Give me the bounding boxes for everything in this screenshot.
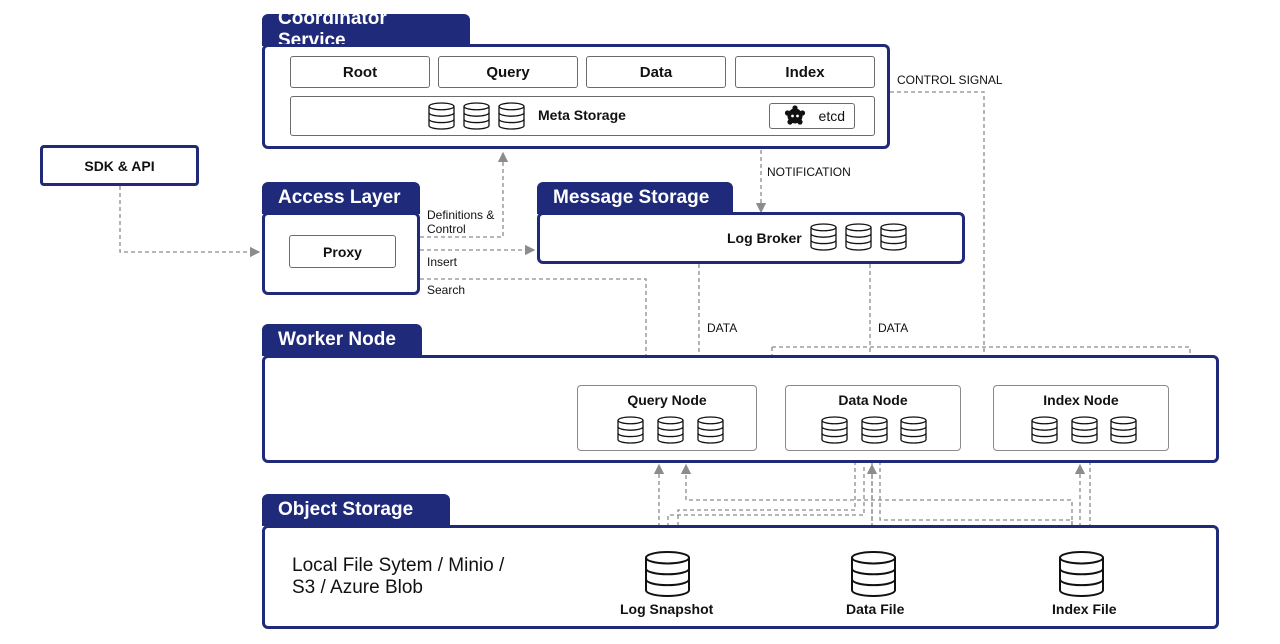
database-icon: [861, 416, 888, 444]
database-icon: [1031, 416, 1058, 444]
index-file-label: Index File: [1052, 601, 1117, 617]
definitions-label-line1: Definitions &: [427, 208, 495, 222]
log-broker-label: Log Broker: [727, 230, 802, 246]
database-icon: [498, 102, 525, 130]
data-node-label: Data Node: [838, 392, 908, 408]
database-icon: [657, 416, 684, 444]
sdk-to-proxy-arrow: [119, 186, 261, 258]
sdk-api-box: SDK & API: [40, 145, 199, 186]
control-signal-label: CONTROL SIGNAL: [897, 73, 1003, 87]
object-storage-title: Object Storage: [262, 494, 450, 526]
query-node-label: Query Node: [627, 392, 707, 408]
database-icon: [845, 223, 872, 251]
database-icon: [821, 416, 848, 444]
index-file-db-icon: [1059, 551, 1104, 597]
etcd-badge: etcd: [769, 103, 855, 129]
root-module: Root: [290, 56, 430, 88]
database-icon: [428, 102, 455, 130]
data-node-to-index-file-arrow: [879, 461, 1073, 548]
data-edge-label-right: DATA: [878, 321, 909, 335]
definitions-label-line2: Control: [427, 222, 466, 236]
data-file-db-icon: [851, 551, 896, 597]
search-arrow: [420, 278, 652, 385]
worker-node-title: Worker Node: [262, 324, 422, 356]
object-storage-desc-line2: S3 / Azure Blob: [292, 577, 423, 598]
database-icon: [1071, 416, 1098, 444]
access-layer-title: Access Layer: [262, 182, 420, 214]
object-storage-description: Local File Sytem / Minio / S3 / Azure Bl…: [292, 555, 504, 599]
message-storage-title: Message Storage: [537, 182, 733, 214]
notification-label: NOTIFICATION: [767, 165, 851, 179]
object-storage-desc-line1: Local File Sytem / Minio /: [292, 555, 505, 576]
database-icon: [1110, 416, 1137, 444]
etcd-label: etcd: [818, 108, 845, 124]
database-icon: [900, 416, 927, 444]
database-icon: [697, 416, 724, 444]
database-icon: [463, 102, 490, 130]
search-label: Search: [427, 283, 466, 297]
database-icon: [810, 223, 837, 251]
insert-label: Insert: [427, 255, 458, 269]
database-icon: [880, 223, 907, 251]
index-module: Index: [735, 56, 875, 88]
data-edge-label-left: DATA: [707, 321, 738, 335]
meta-storage-label: Meta Storage: [538, 107, 626, 123]
message-storage-frame: [537, 212, 965, 264]
data-file-label: Data File: [846, 601, 905, 617]
query-module: Query: [438, 56, 578, 88]
log-snapshot-label: Log Snapshot: [620, 601, 714, 617]
coordinator-title: Coordinator Service: [262, 8, 470, 51]
index-node-label: Index Node: [1043, 392, 1119, 408]
log-snapshot-db-icon: [645, 551, 690, 597]
proxy-box: Proxy: [289, 235, 396, 268]
etcd-icon: [784, 105, 806, 125]
database-icon: [617, 416, 644, 444]
data-module: Data: [586, 56, 726, 88]
